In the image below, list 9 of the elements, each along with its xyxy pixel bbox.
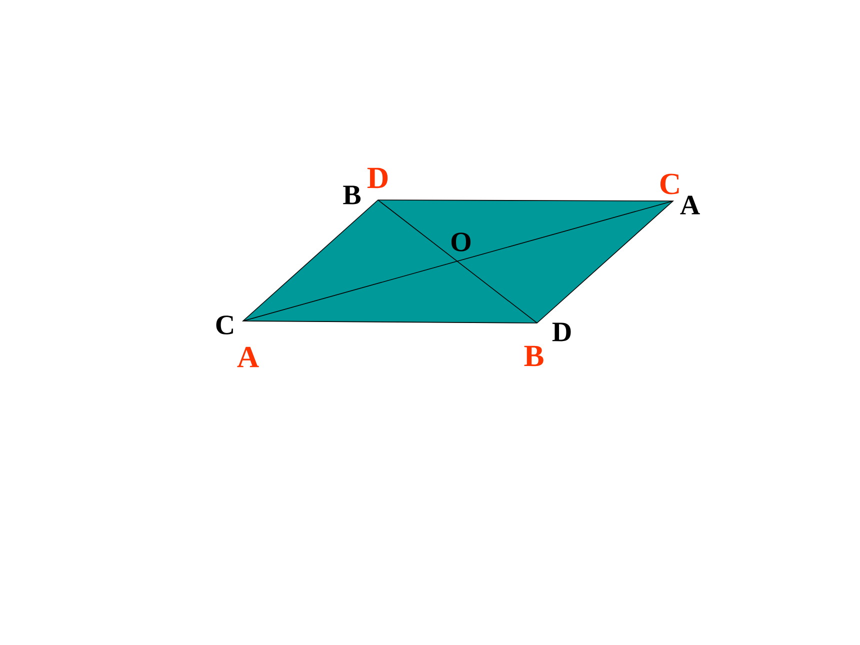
vertex-label: D — [367, 168, 388, 188]
vertex-label: C — [660, 174, 679, 194]
vertex-label: B — [524, 346, 544, 366]
vertex-label: D — [552, 322, 571, 342]
vertex-label: A — [680, 196, 700, 214]
vertex-label: A — [237, 346, 259, 368]
vertex-label: C — [216, 316, 233, 334]
vertex-label: O — [451, 232, 471, 252]
vertex-label: B — [343, 186, 361, 204]
